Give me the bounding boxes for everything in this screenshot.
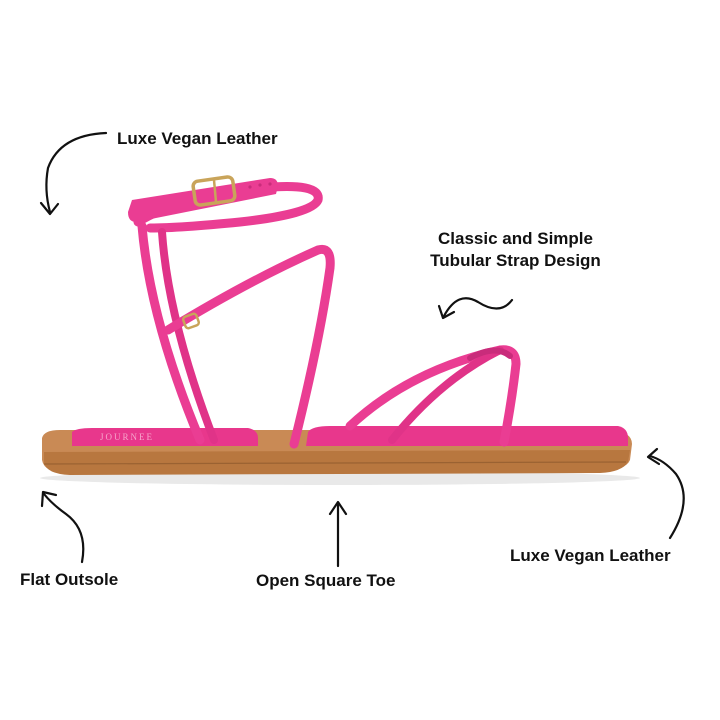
curved-arrow-icon (437, 297, 514, 320)
buckle-icon (191, 175, 237, 207)
callout-luxe-vegan-leather-lower: Luxe Vegan Leather (510, 546, 671, 565)
callout-strap-design-line2: Tubular Strap Design (430, 251, 601, 270)
curved-arrow-icon (39, 131, 108, 216)
curved-arrow-icon (646, 447, 685, 540)
callout-open-square-toe: Open Square Toe (256, 571, 396, 590)
callout-flat-outsole: Flat Outsole (20, 570, 119, 589)
tubular-straps (133, 182, 521, 449)
curved-arrow-icon (328, 500, 348, 568)
curved-arrow-icon (40, 490, 85, 564)
slider-buckle (181, 312, 201, 330)
callout-luxe-vegan-leather-upper: Luxe Vegan Leather (117, 129, 278, 148)
callout-strap-design: Classic and Simple Tubular Strap Design (408, 228, 623, 272)
callout-strap-design-line1: Classic and Simple (438, 229, 593, 248)
brand-emboss: JOURNEE (100, 432, 154, 442)
ankle-strap-tab (128, 178, 278, 222)
